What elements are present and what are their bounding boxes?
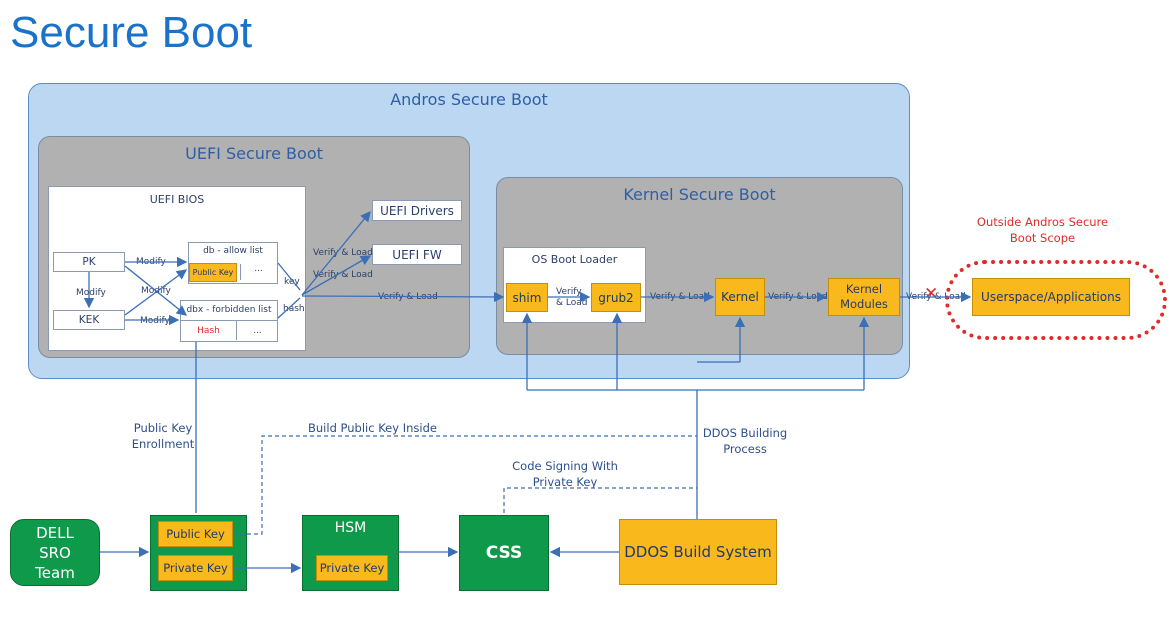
db-public-key: Public Key [189,263,237,282]
pk-box: PK [53,252,125,272]
modify-label-4: Modify [140,316,170,326]
shim-box: shim [506,283,548,312]
hash-label: hash [283,304,305,314]
uefi-drivers-box: UEFI Drivers [372,200,462,221]
verify-load-fw: Verify & Load [313,270,373,280]
kernel-modules-box: Kernel Modules [828,278,900,316]
modify-label-2: Modify [76,288,106,298]
os-boot-loader-label: OS Boot Loader [531,253,618,266]
uefi-bios-label: UEFI BIOS [149,193,205,206]
hsm-label: HSM [334,520,367,536]
dell-sro-team-box: DELL SRO Team [10,519,100,586]
userspace-applications-box: Userspace/Applications [972,278,1130,316]
shim-verify-label: Verify [556,287,582,297]
public-key-box: Public Key [158,521,233,547]
code-signing-label: Code Signing With Private Key [512,459,618,489]
page-title: Secure Boot [10,8,253,57]
dbx-hash: Hash [181,320,236,340]
dbx-label: dbx - forbidden list [186,305,272,315]
uefi-fw-box: UEFI FW [372,244,462,265]
hsm-private-key-box: Private Key [316,555,388,581]
kernel-box: Kernel [715,278,765,316]
key-label: key [284,277,300,287]
dbx-forbidden-list-box [180,300,278,342]
db-label: db - allow list [203,246,263,256]
blocked-cross-icon: ✕ [924,284,939,304]
outside-scope-label: Outside Andros Secure Boot Scope [976,215,1109,245]
dbx-ellipsis: ... [236,320,278,340]
verify-load-drivers: Verify & Load [313,248,373,258]
outside-scope-boundary [945,260,1167,340]
kernel-secure-boot-label: Kernel Secure Boot [623,185,776,204]
ddos-build-system-box: DDOS Build System [619,519,777,585]
private-key-box: Private Key [158,555,233,581]
css-box: CSS [459,515,549,591]
grub2-box: grub2 [591,283,641,312]
andros-label: Andros Secure Boot [390,90,548,109]
build-public-key-inside-label: Build Public Key Inside [308,421,437,435]
ddos-building-process-label: DDOS Building Process [702,426,788,456]
db-ellipsis: ... [240,264,276,280]
public-key-enrollment-label: Public Key Enrollment [131,421,195,451]
kek-box: KEK [53,310,125,330]
uefi-secure-boot-label: UEFI Secure Boot [185,144,323,163]
shim-and-load-label: & Load [556,298,588,308]
